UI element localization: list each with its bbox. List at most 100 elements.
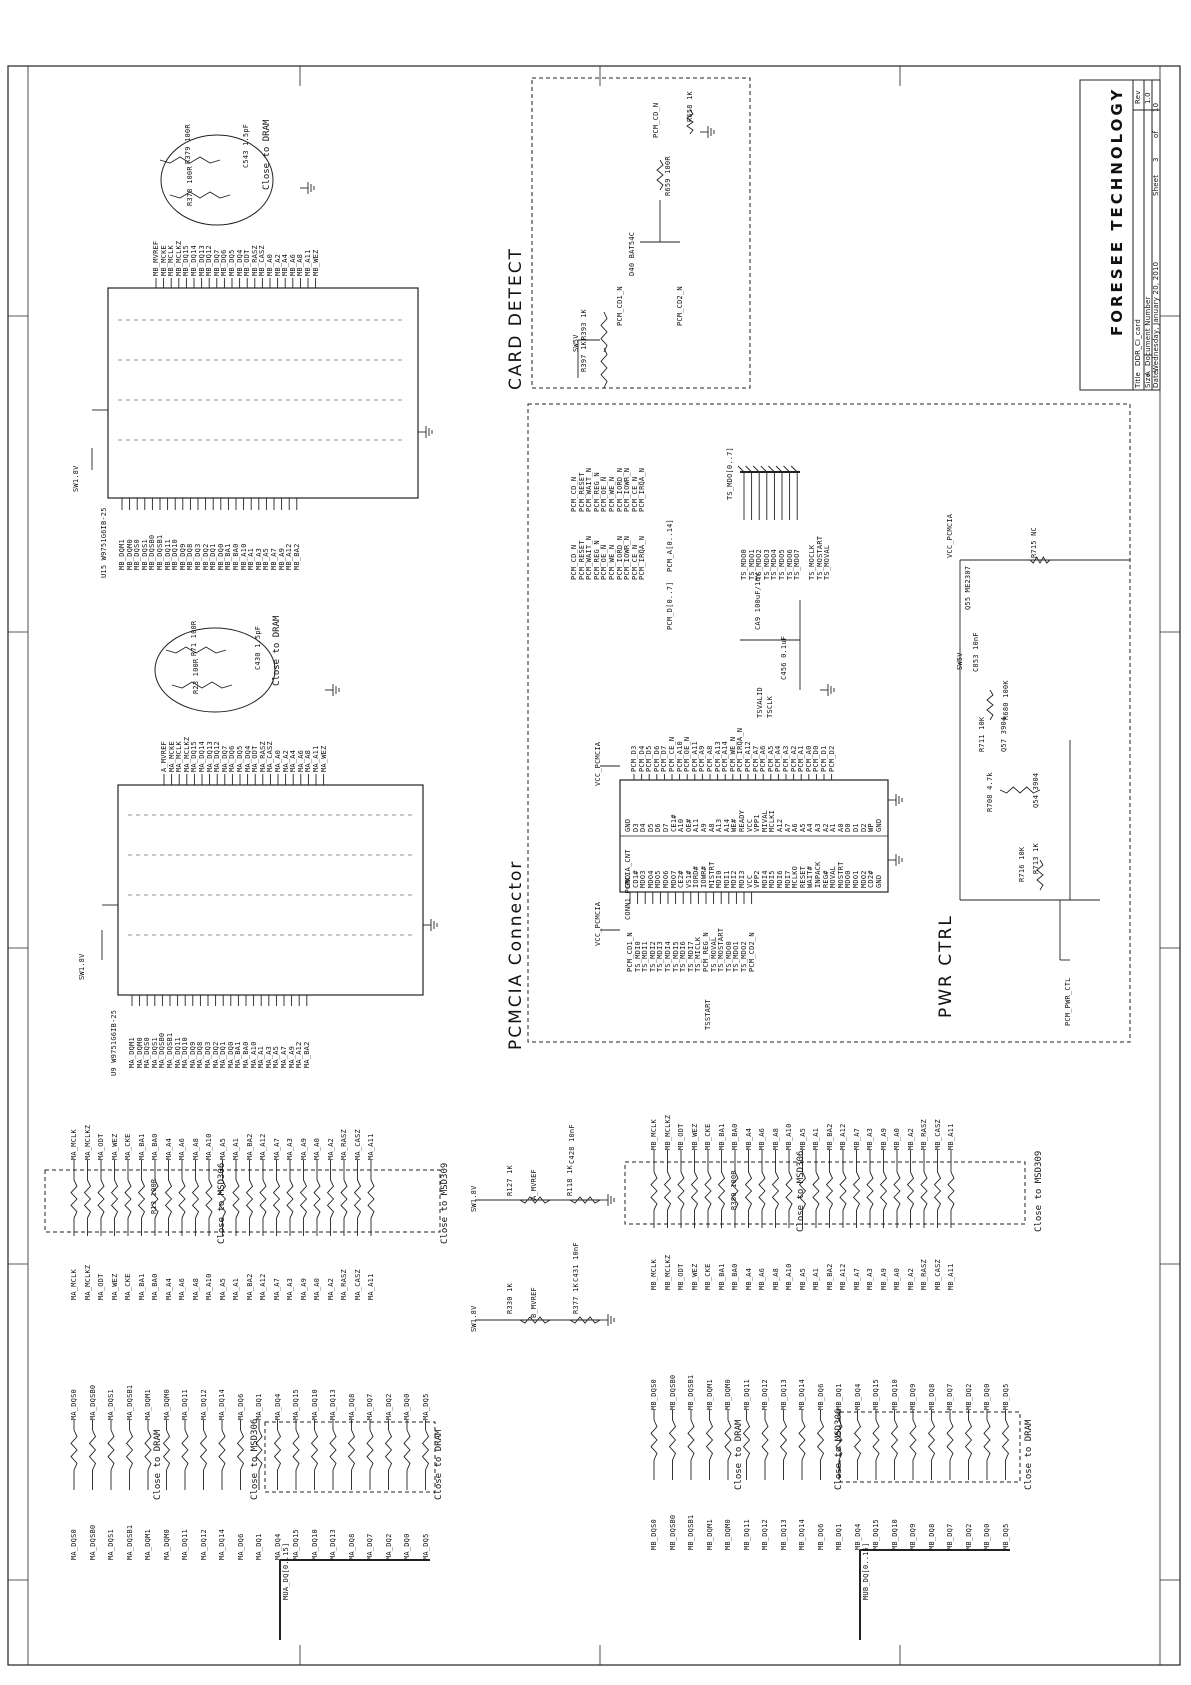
dq-b-label: MB_DQ13 xyxy=(779,1379,788,1410)
part-r13: R13 100R xyxy=(150,1178,158,1214)
connector-pin-label: MOVAL xyxy=(829,865,838,888)
mub-dq-label: MB_DQ12 xyxy=(761,1519,769,1550)
size-value: A xyxy=(1144,371,1152,376)
part-c430: C430 1.5pF xyxy=(254,625,262,670)
resistor-symbol xyxy=(798,1171,807,1211)
resistor-symbol xyxy=(162,1429,171,1471)
connector-signal-label: PCM_CD2_N xyxy=(747,932,756,972)
msd-a-control-label: MA_A4 xyxy=(164,1137,173,1160)
u9-signal-label: MA_DQ5 xyxy=(236,745,244,773)
u15-signal-label: MB_WEZ xyxy=(311,249,320,277)
mub-dq-label: MB_DQ0 xyxy=(983,1523,991,1551)
pcm-control-label: PCM_WE_N xyxy=(608,476,616,512)
dq-a-label: MA_DQ4 xyxy=(273,1393,282,1421)
u9-signal-label: MA_A12 xyxy=(295,1041,304,1069)
msd-b-control-label: MB_MCLKZ xyxy=(663,1114,672,1150)
u15-signal-label: MB_DQ12 xyxy=(205,245,214,276)
connector-pin-label: GND xyxy=(624,874,632,888)
mub-control-label: MB_A11 xyxy=(947,1263,955,1291)
resistor-symbol xyxy=(668,1419,677,1461)
mua-dq-label: MA_DQ12 xyxy=(199,1529,208,1560)
mua-control-label: MA_MCLK xyxy=(70,1269,78,1300)
net-pcm-cd2-n: PCM_CD2_N xyxy=(676,286,684,326)
resistor-symbol xyxy=(110,1179,119,1219)
part-r680: R680 100K xyxy=(1002,680,1010,720)
part-d40: D40 BAT54C xyxy=(628,231,636,276)
mua-dq-label: MA_DQSB0 xyxy=(88,1524,97,1560)
dq-b-label: MB_DQSB1 xyxy=(687,1374,695,1410)
part-c457: CA9 100uF/16V xyxy=(754,572,762,630)
connector-pin-label: MDI6 xyxy=(776,870,784,888)
resistor-symbol xyxy=(724,1419,732,1461)
resistor-symbol xyxy=(999,786,1041,794)
dq-a-label: MA_DQ5 xyxy=(421,1393,430,1421)
u15-signal-label: MB_A12 xyxy=(285,543,294,571)
dram-u15-body xyxy=(107,287,419,499)
mub-dq-label: MB_DQ9 xyxy=(909,1523,917,1551)
u15-signal-label: MB_MCLK xyxy=(167,245,176,276)
frame-ticks xyxy=(8,66,1180,1665)
msd-a-control-label: MA_MCLKZ xyxy=(83,1124,92,1160)
dq-b-label: MB_DQ2 xyxy=(964,1383,973,1411)
part-r393: R393 1K xyxy=(580,309,588,340)
msd-a-control-label: MA_A9 xyxy=(299,1137,308,1160)
ground-symbol xyxy=(600,1194,615,1206)
resistor-symbol xyxy=(650,1419,658,1461)
resistor-symbols xyxy=(70,109,1051,1471)
ground-symbol xyxy=(300,182,315,194)
mub-control-label: MB_A9 xyxy=(879,1267,888,1290)
mua-dq-label: MA_DQM1 xyxy=(144,1529,152,1560)
resistor-symbol xyxy=(259,1179,267,1219)
resistor-symbol xyxy=(340,1179,348,1219)
ground-symbol xyxy=(325,684,340,696)
msd-a-control-label: MA_A2 xyxy=(326,1137,335,1160)
msd-b-control-label: MB_A1 xyxy=(812,1127,820,1150)
mua-dq-label: MA_DQS0 xyxy=(70,1529,78,1560)
u15-signal-label: MB_MVREF xyxy=(152,240,160,276)
u15-signal-label: MB_BA2 xyxy=(292,543,301,571)
u9-signal-label: MA_MCLK xyxy=(175,741,184,772)
resistor-symbol xyxy=(171,681,233,689)
net-vcc-pcmcia-3: VCC_PCMCIA xyxy=(946,513,954,558)
mua-control-label: MA_CKE xyxy=(124,1273,132,1301)
msd-b-control-label: MB_A5 xyxy=(798,1127,807,1150)
msd-b-control-label: MB_ODT xyxy=(677,1123,685,1151)
connector-pin-label: D1 xyxy=(852,823,860,832)
resistor-symbol xyxy=(292,1429,300,1471)
mub-control-label: MB_BA2 xyxy=(825,1263,834,1291)
dq-a-label: MA_DQ10 xyxy=(310,1389,319,1420)
resistor-symbol xyxy=(893,1171,901,1211)
mub-control-label: MB_A7 xyxy=(852,1267,861,1290)
resistor-symbol xyxy=(946,1419,954,1461)
ts-output-label: TS_MDO5 xyxy=(778,549,786,580)
connector-pin-label: D7 xyxy=(662,823,670,832)
resistor-symbol xyxy=(107,1429,115,1471)
pcm-control-label: PCM_CD_N xyxy=(570,544,578,580)
part-r377: R377 1K xyxy=(572,1283,580,1314)
ground-symbols xyxy=(300,126,903,1326)
resistor-symbol xyxy=(159,156,221,164)
resistor-symbol xyxy=(920,1171,928,1211)
dq-b-label: MB_DQ7 xyxy=(946,1383,954,1411)
dq-b-label: MB_DQ8 xyxy=(927,1383,936,1411)
resistor-symbol xyxy=(421,1429,430,1471)
resistor-symbol xyxy=(164,1179,173,1219)
mua-control-label: MA_A1 xyxy=(232,1277,240,1300)
part-c428: C428 10nF xyxy=(568,1124,576,1164)
ground-symbol xyxy=(820,684,835,696)
mub-dq-label: MB_DQM1 xyxy=(705,1519,714,1550)
msd-a-control-label: MA_BA1 xyxy=(137,1133,146,1161)
mub-control-label: MB_A12 xyxy=(839,1263,847,1291)
mua-dq-label: MA_DQ13 xyxy=(329,1529,337,1560)
part-c456: C456 0.1uF xyxy=(780,635,788,680)
dq-b-label: MB_DQM1 xyxy=(705,1379,714,1410)
title-block xyxy=(1079,79,1161,391)
msd-b-control-label: MB_A11 xyxy=(947,1123,955,1151)
net-vcc-pcmcia-2: VCC_PCMCIA xyxy=(594,901,602,946)
msd-a-control-label: MA_ODT xyxy=(97,1133,105,1161)
msd-b-control-label: MB_A12 xyxy=(839,1123,847,1151)
ts-output-label: TS_MDO0 xyxy=(740,549,748,580)
mua-control-label: MA_BA2 xyxy=(245,1273,254,1301)
of-label: of xyxy=(1152,130,1160,138)
dq-a-label: MA_DQ12 xyxy=(199,1389,208,1420)
